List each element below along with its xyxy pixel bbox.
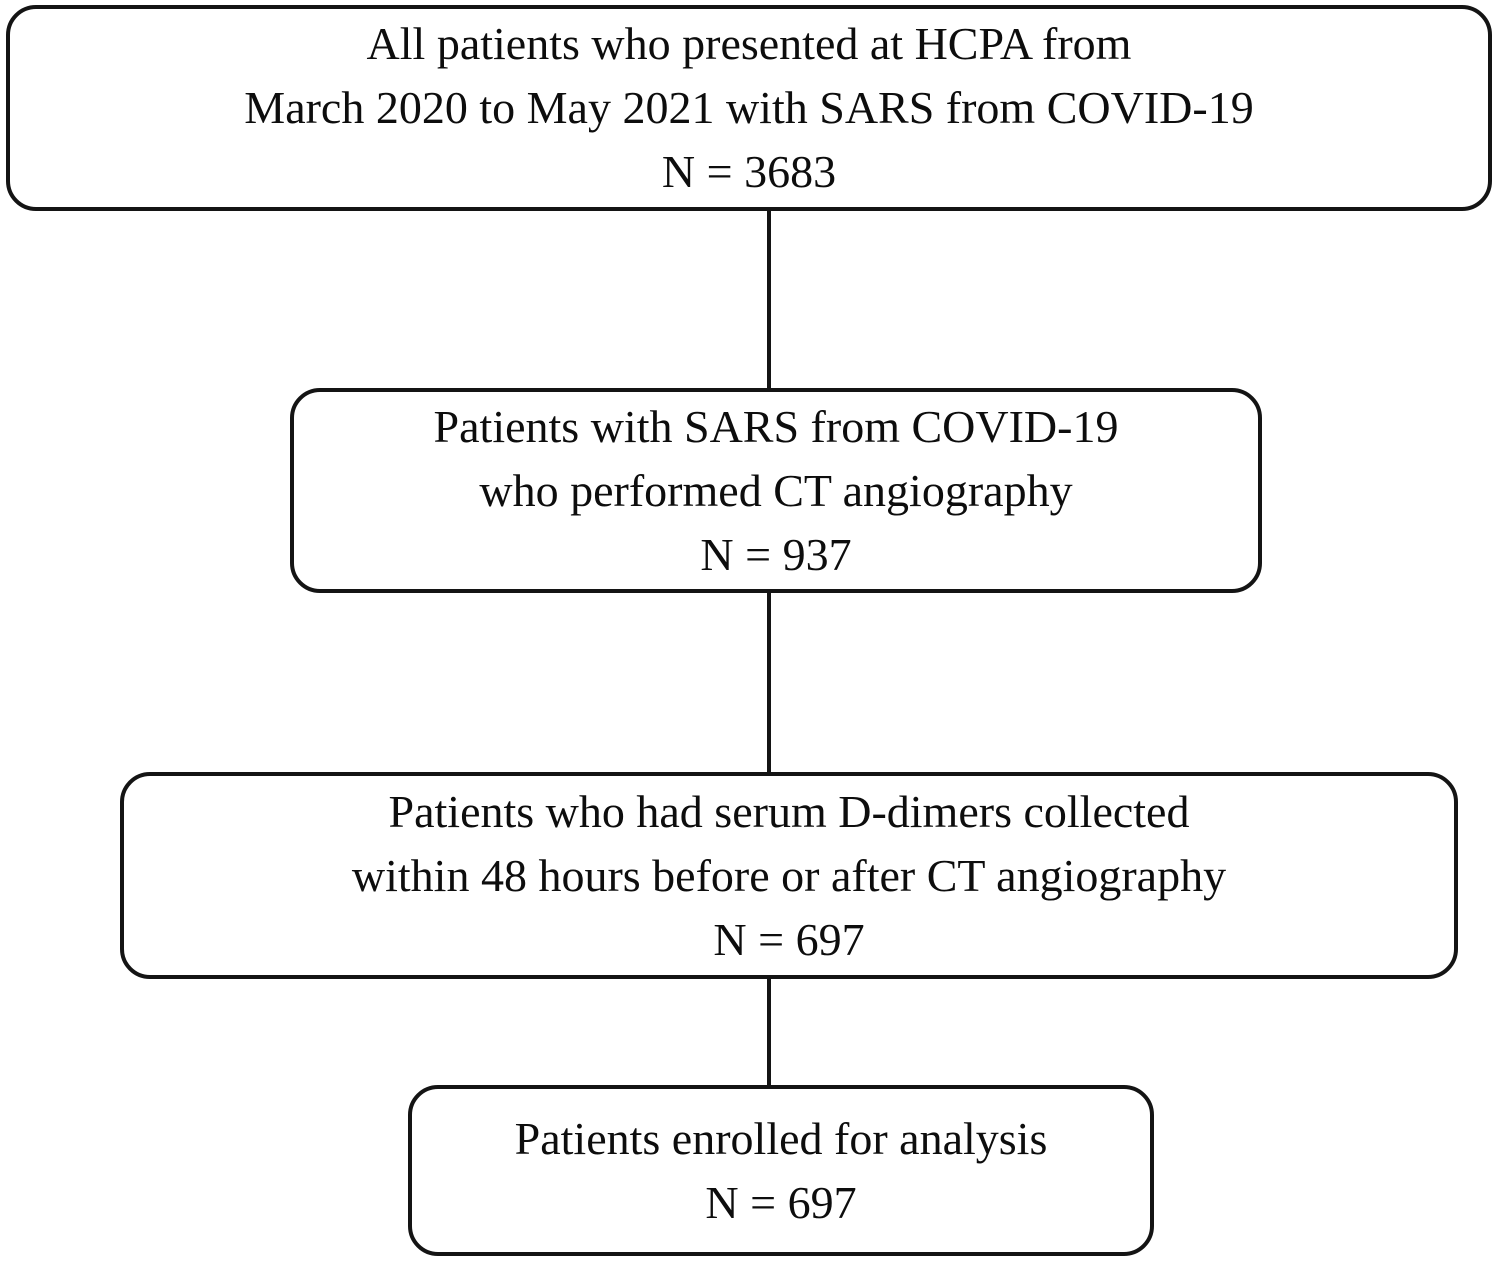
flow-box-text-line: Patients enrolled for analysis bbox=[514, 1112, 1048, 1164]
flow-box-n-count: N = 937 bbox=[700, 528, 852, 580]
flow-box-all-patients: All patients who presented at HCPA from … bbox=[6, 5, 1492, 211]
connector-line-3 bbox=[767, 977, 771, 1087]
flow-box-text-line: who performed CT angiography bbox=[479, 464, 1073, 516]
flow-box-text-line: Patients with SARS from COVID-19 bbox=[433, 400, 1119, 452]
connector-line-1 bbox=[767, 209, 771, 390]
flow-box-d-dimers-collected: Patients who had serum D-dimers collecte… bbox=[120, 772, 1458, 979]
flow-box-n-count: N = 3683 bbox=[661, 146, 837, 197]
connector-line-2 bbox=[767, 591, 771, 774]
flow-box-text-line: All patients who presented at HCPA from bbox=[366, 18, 1132, 69]
flow-box-ct-angiography: Patients with SARS from COVID-19 who per… bbox=[290, 388, 1262, 593]
flow-box-enrolled-for-analysis: Patients enrolled for analysis N = 697 bbox=[408, 1085, 1154, 1256]
flow-box-n-count: N = 697 bbox=[705, 1176, 857, 1228]
flow-box-text-line: March 2020 to May 2021 with SARS from CO… bbox=[244, 82, 1254, 133]
flow-box-n-count: N = 697 bbox=[713, 913, 865, 965]
flow-box-text-line: within 48 hours before or after CT angio… bbox=[351, 849, 1227, 901]
flow-box-text-line: Patients who had serum D-dimers collecte… bbox=[388, 785, 1190, 837]
